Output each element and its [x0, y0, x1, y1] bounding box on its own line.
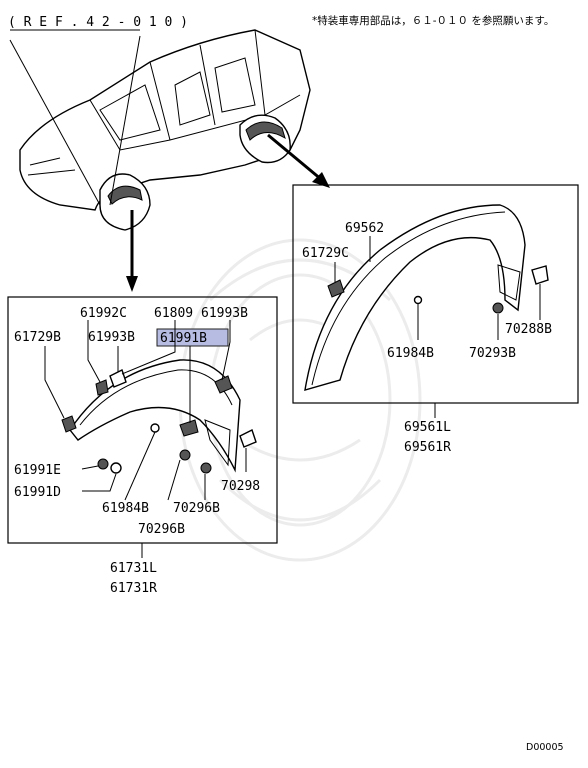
callout-70296B-b: 70296B [138, 522, 185, 537]
clip-61993B-mid [95, 379, 109, 396]
callout-61993B-mid: 61993B [88, 330, 135, 345]
washer-61991D [110, 462, 122, 474]
callout-61991D: 61991D [14, 485, 61, 500]
callout-61984B-front: 61984B [102, 501, 149, 516]
callout-61984B-rear: 61984B [387, 346, 434, 361]
reference-label: ( R E F . 4 2 - 0 1 0 ) [8, 15, 188, 30]
clip-61993B-top [214, 375, 233, 394]
rear-fender-group: 69562 61729C 61984B 70293B 70288B 69561L… [292, 184, 579, 455]
callout-70298: 70298 [221, 479, 260, 494]
arrow-to-rear-panel [267, 133, 330, 188]
callout-61991E: 61991E [14, 463, 61, 478]
assembly-69561L: 69561L [404, 420, 451, 435]
assembly-61731R: 61731R [110, 581, 157, 596]
callout-70293B: 70293B [469, 346, 516, 361]
screw-70296B-b [200, 462, 212, 474]
front-fender-flare [69, 359, 241, 473]
vehicle-illustration [9, 29, 311, 231]
callout-61993B-top: 61993B [201, 306, 248, 321]
clip-70298 [239, 429, 257, 448]
screw-61991B [179, 419, 199, 437]
rivet-61984B-rear [413, 295, 423, 305]
screw-70293B [492, 302, 504, 314]
callout-70288B: 70288B [505, 322, 552, 337]
callout-61809: 61809 [154, 306, 193, 321]
callout-61729B: 61729B [14, 330, 61, 345]
screw-70296B-a [179, 449, 191, 461]
callout-61992C: 61992C [80, 306, 127, 321]
callout-61991B[interactable]: 61991B [160, 331, 207, 346]
assembly-61731L: 61731L [110, 561, 157, 576]
assembly-69561R: 69561R [404, 440, 451, 455]
rivet-61984B [150, 423, 160, 433]
front-fender-group: 61992C 61809 61993B 61729B 61993B 61991B [7, 296, 278, 596]
clip-61729B [61, 415, 77, 433]
callout-69562: 69562 [345, 221, 384, 236]
drawing-code: D00005 [526, 742, 564, 753]
screw-61991E [97, 458, 109, 470]
callout-70296B-a: 70296B [173, 501, 220, 516]
arrow-to-front-panel [126, 210, 138, 292]
callout-61729C: 61729C [302, 246, 349, 261]
clip-70288B [531, 265, 549, 285]
clip-61729C [327, 279, 345, 298]
special-parts-note: *特装車専用部品は，６１-０１０ を参照願います。 [312, 14, 554, 27]
